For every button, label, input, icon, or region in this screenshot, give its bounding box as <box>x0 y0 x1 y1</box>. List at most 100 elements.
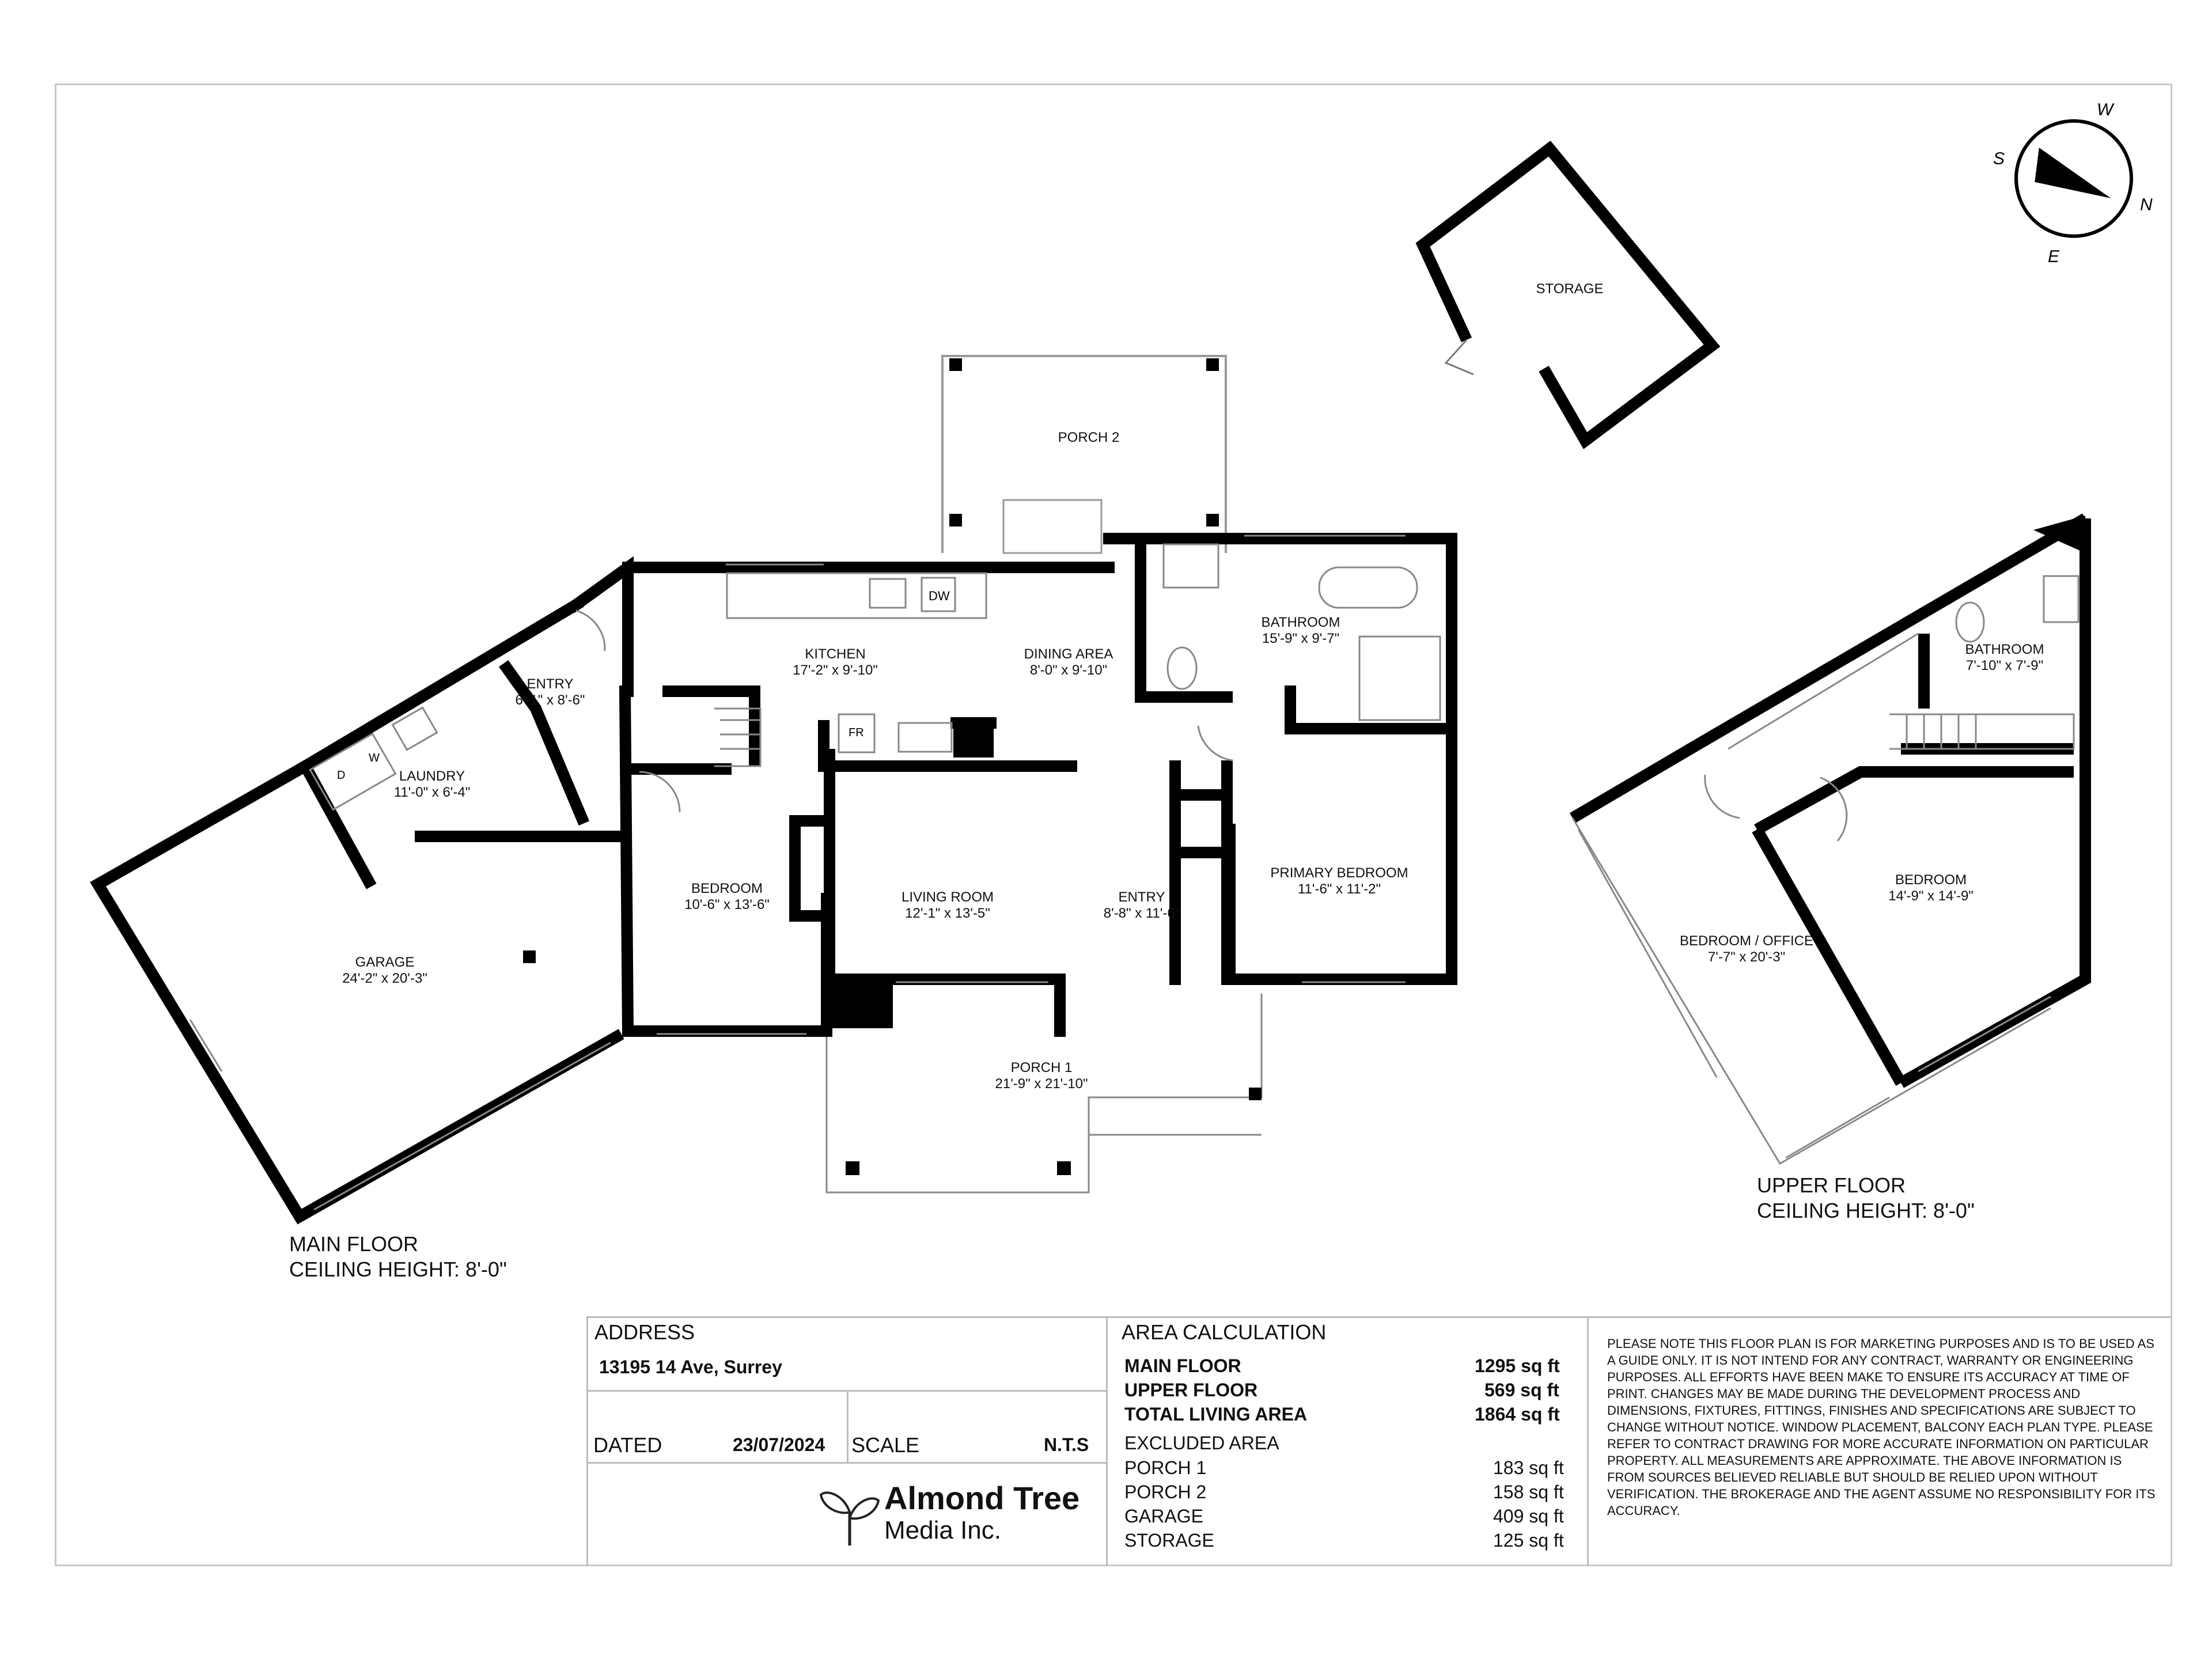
total-living-area-value: 1864 sq ft <box>1475 1404 1560 1425</box>
shower <box>1358 635 1441 721</box>
kitchen-counter-wall <box>662 685 760 766</box>
porch-2-post <box>1206 514 1219 527</box>
bathroom-lower-wall <box>1285 685 1457 734</box>
porch-1-post <box>846 1161 859 1175</box>
address-value: 13195 14 Ave, Surrey <box>599 1357 782 1377</box>
garage-area-value: 409 sq ft <box>1493 1506 1564 1527</box>
main-floor-ceiling: CEILING HEIGHT: 8'-0" <box>289 1257 507 1281</box>
title-divider <box>586 1462 1106 1464</box>
main-floor-caption: MAIN FLOOR CEILING HEIGHT: 8'-0" <box>289 1232 507 1282</box>
washer-label: W <box>369 752 380 764</box>
dishwasher-label: DW <box>929 589 950 603</box>
kitchen-counter <box>726 572 987 619</box>
compass-needle-icon <box>2035 147 2111 199</box>
room-label-storage: STORAGE <box>1536 281 1604 297</box>
stairs <box>714 707 762 767</box>
upper-stairs <box>1889 713 2075 750</box>
upper-chimney <box>2033 516 2085 553</box>
upper-bedroom-wall <box>1752 827 1906 1086</box>
living-column <box>830 979 893 1028</box>
laundry-machines <box>309 732 397 811</box>
porch-1-outline <box>825 994 1263 1194</box>
range-box <box>897 722 953 753</box>
upper-toilet <box>1955 601 1985 643</box>
door-swing <box>1197 725 1233 762</box>
door-swing <box>575 609 606 652</box>
address-label: ADDRESS <box>594 1320 695 1344</box>
porch-1-post <box>1057 1161 1071 1175</box>
storage-door <box>1444 339 1474 376</box>
upper-window <box>1785 1096 1890 1159</box>
title-block <box>586 1316 2172 1566</box>
garage-post <box>523 950 536 963</box>
compass: W S N E <box>1993 100 2153 266</box>
garage-window <box>189 1019 223 1072</box>
porch-2-structure <box>941 355 1227 554</box>
upper-bedroom-top <box>1754 766 2074 835</box>
compass-label-n: N <box>2140 195 2153 214</box>
title-divider <box>1587 1316 1589 1566</box>
main-floor-fixtures <box>189 535 1441 1211</box>
bedroom-wall <box>619 685 832 1037</box>
title-divider <box>586 1390 1106 1392</box>
fridge-label: FR <box>849 726 864 739</box>
porch-1-post <box>1249 1088 1262 1100</box>
storage-walls <box>1415 141 1721 449</box>
porch-2-area-label: PORCH 2 <box>1124 1482 1207 1502</box>
porch-2-post <box>949 514 962 527</box>
scale-label: SCALE <box>851 1433 920 1457</box>
storage-area-value: 125 sq ft <box>1493 1530 1564 1551</box>
range-block <box>953 723 994 757</box>
main-floor-area-label: MAIN FLOOR <box>1124 1355 1241 1376</box>
main-floor-name: MAIN FLOOR <box>289 1232 419 1256</box>
side-entry-wall <box>568 556 634 697</box>
vanity <box>1162 543 1219 589</box>
dated-value: 23/07/2024 <box>733 1434 825 1455</box>
upper-window <box>1728 632 1919 750</box>
porch-2-steps <box>1002 499 1103 554</box>
upper-bedroom-office-outline <box>1571 817 2051 1165</box>
upper-floor-caption: UPPER FLOOR CEILING HEIGHT: 8'-0" <box>1757 1173 1975 1224</box>
upper-floor-area-value: 569 sq ft <box>1484 1380 1559 1400</box>
storage-structure <box>1415 141 1721 449</box>
porch-2-area-value: 158 sq ft <box>1493 1482 1564 1502</box>
compass-ring <box>2014 119 2133 238</box>
upper-floor-walls <box>1569 513 2091 1088</box>
fridge-box <box>838 713 876 753</box>
garage-outer-wall-2 <box>297 597 584 774</box>
main-floor-walls <box>90 533 1457 1225</box>
upper-floor-area-label: UPPER FLOOR <box>1124 1380 1258 1400</box>
excluded-area-label: EXCLUDED AREA <box>1124 1433 1279 1453</box>
porch-1-area-label: PORCH 1 <box>1124 1457 1207 1478</box>
title-divider <box>1106 1316 1108 1566</box>
kitchen-island-wall <box>818 720 1077 772</box>
side-entry-wall-2 <box>499 660 590 826</box>
logo-line-1: Almond Tree <box>884 1480 1080 1516</box>
upper-floor-fixtures <box>1571 575 2080 1165</box>
room-label-porch-2: PORCH 2 <box>1058 430 1120 445</box>
garage-outer-wall <box>90 758 624 1225</box>
total-living-area-label: TOTAL LIVING AREA <box>1124 1404 1308 1425</box>
upper-outer-wall <box>1569 513 2089 823</box>
upper-right-wall <box>1898 518 2091 1088</box>
porch-2-outline <box>941 355 1227 553</box>
scale-value: N.T.S <box>1044 1434 1089 1455</box>
drawing-frame <box>55 84 2172 1566</box>
title-divider <box>847 1390 849 1462</box>
dryer-label: D <box>337 769 345 782</box>
upper-floor-ceiling: CEILING HEIGHT: 8'-0" <box>1757 1199 1975 1222</box>
garage-area-label: GARAGE <box>1124 1506 1203 1527</box>
area-calculation-title: AREA CALCULATION <box>1122 1320 1327 1344</box>
dated-label: DATED <box>593 1433 662 1457</box>
upper-vanity <box>2043 575 2080 623</box>
